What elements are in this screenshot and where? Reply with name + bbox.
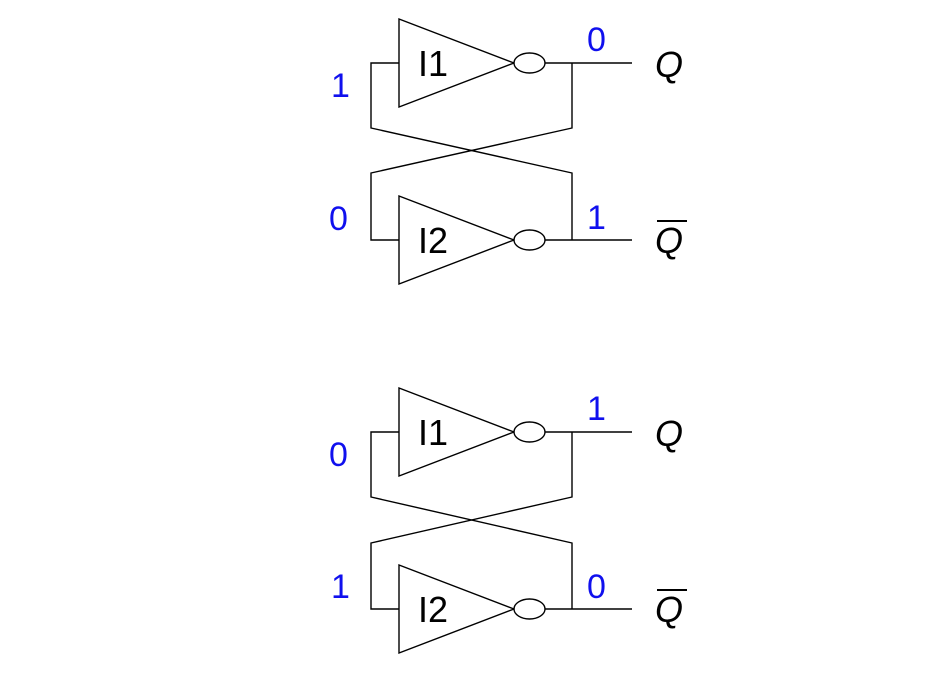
- q-output-label: Q: [655, 44, 683, 85]
- inversion-bubble-icon: [513, 229, 546, 251]
- latch-circuit-2: I1 I2 0 1 1 0 Q Q: [329, 386, 687, 655]
- i1-input-value: 0: [329, 436, 348, 474]
- inversion-bubble-icon: [513, 52, 546, 74]
- inverter-triangle-icon: [398, 17, 516, 109]
- i1-input-value: 1: [331, 67, 350, 105]
- gate-label-i2: I2: [418, 220, 448, 261]
- inversion-bubble-icon: [513, 421, 546, 443]
- gate-label-i1: I1: [418, 43, 448, 84]
- feedback-wire-top: [370, 431, 573, 609]
- inverter-i1: I1: [398, 17, 546, 109]
- q-bar-output-label: Q: [655, 220, 683, 261]
- feedback-wire-bottom: [370, 432, 573, 610]
- i1-output-value: 0: [587, 21, 606, 59]
- gate-label-i1: I1: [418, 412, 448, 453]
- inverter-i2: I2: [398, 563, 546, 655]
- i1-output-value: 1: [587, 390, 606, 428]
- inverter-i2: I2: [398, 194, 546, 286]
- inversion-bubble-icon: [513, 598, 546, 620]
- inverter-triangle-icon: [398, 386, 516, 478]
- inverter-triangle-icon: [398, 563, 516, 655]
- latch-circuit-1: I1 I2 1 0 0 1 Q Q: [329, 17, 687, 286]
- q-bar-output-label: Q: [655, 589, 683, 630]
- i2-output-value: 1: [587, 199, 606, 237]
- i2-input-value: 1: [331, 568, 350, 606]
- feedback-wire-top: [370, 62, 573, 240]
- inverter-i1: I1: [398, 386, 546, 478]
- gate-label-i2: I2: [418, 589, 448, 630]
- feedback-wire-bottom: [370, 63, 573, 241]
- i2-output-value: 0: [587, 568, 606, 606]
- i2-input-value: 0: [329, 200, 348, 238]
- inverter-triangle-icon: [398, 194, 516, 286]
- q-output-label: Q: [655, 413, 683, 454]
